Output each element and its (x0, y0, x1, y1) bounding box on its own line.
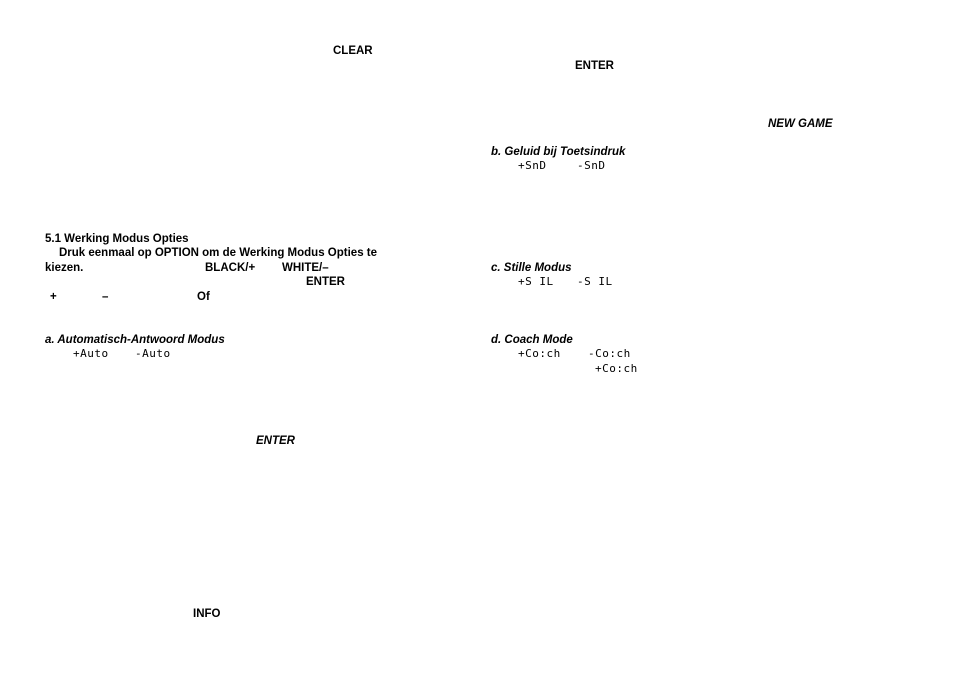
white-key-label: WHITE/– (282, 262, 329, 274)
black-key-label: BLACK/+ (205, 262, 256, 274)
lcd-coach-on: +Co:ch (518, 347, 561, 360)
lcd-auto-on: +Auto (73, 347, 109, 360)
plus-sign: + (50, 291, 57, 303)
option-b-title: b. Geluid bij Toetsindruk (491, 146, 626, 158)
option-d-title: d. Coach Mode (491, 334, 573, 346)
lcd-sound-off: -SnD (577, 159, 606, 172)
enter-key-label-italic: ENTER (256, 435, 295, 447)
option-a-title: a. Automatisch-Antwoord Modus (45, 334, 225, 346)
enter-key-label-right: ENTER (575, 60, 614, 72)
info-key-label: INFO (193, 608, 221, 620)
lcd-auto-off: -Auto (135, 347, 171, 360)
option-c-title: c. Stille Modus (491, 262, 572, 274)
section-title: 5.1 Werking Modus Opties (45, 233, 189, 245)
clear-key-label: CLEAR (333, 45, 373, 57)
lcd-silent-off: -S IL (577, 275, 613, 288)
of-label: Of (197, 291, 210, 303)
intro-line: Druk eenmaal op OPTION om de Werking Mod… (59, 247, 378, 259)
lcd-coach-default: +Co:ch (595, 362, 638, 375)
lcd-coach-off: -Co:ch (588, 347, 631, 360)
new-game-key-label: NEW GAME (768, 118, 833, 130)
enter-key-label: ENTER (306, 276, 345, 288)
intro-kiezen: kiezen. (45, 262, 84, 274)
minus-sign: – (102, 291, 109, 303)
lcd-sound-on: +SnD (518, 159, 547, 172)
lcd-silent-on: +S IL (518, 275, 554, 288)
